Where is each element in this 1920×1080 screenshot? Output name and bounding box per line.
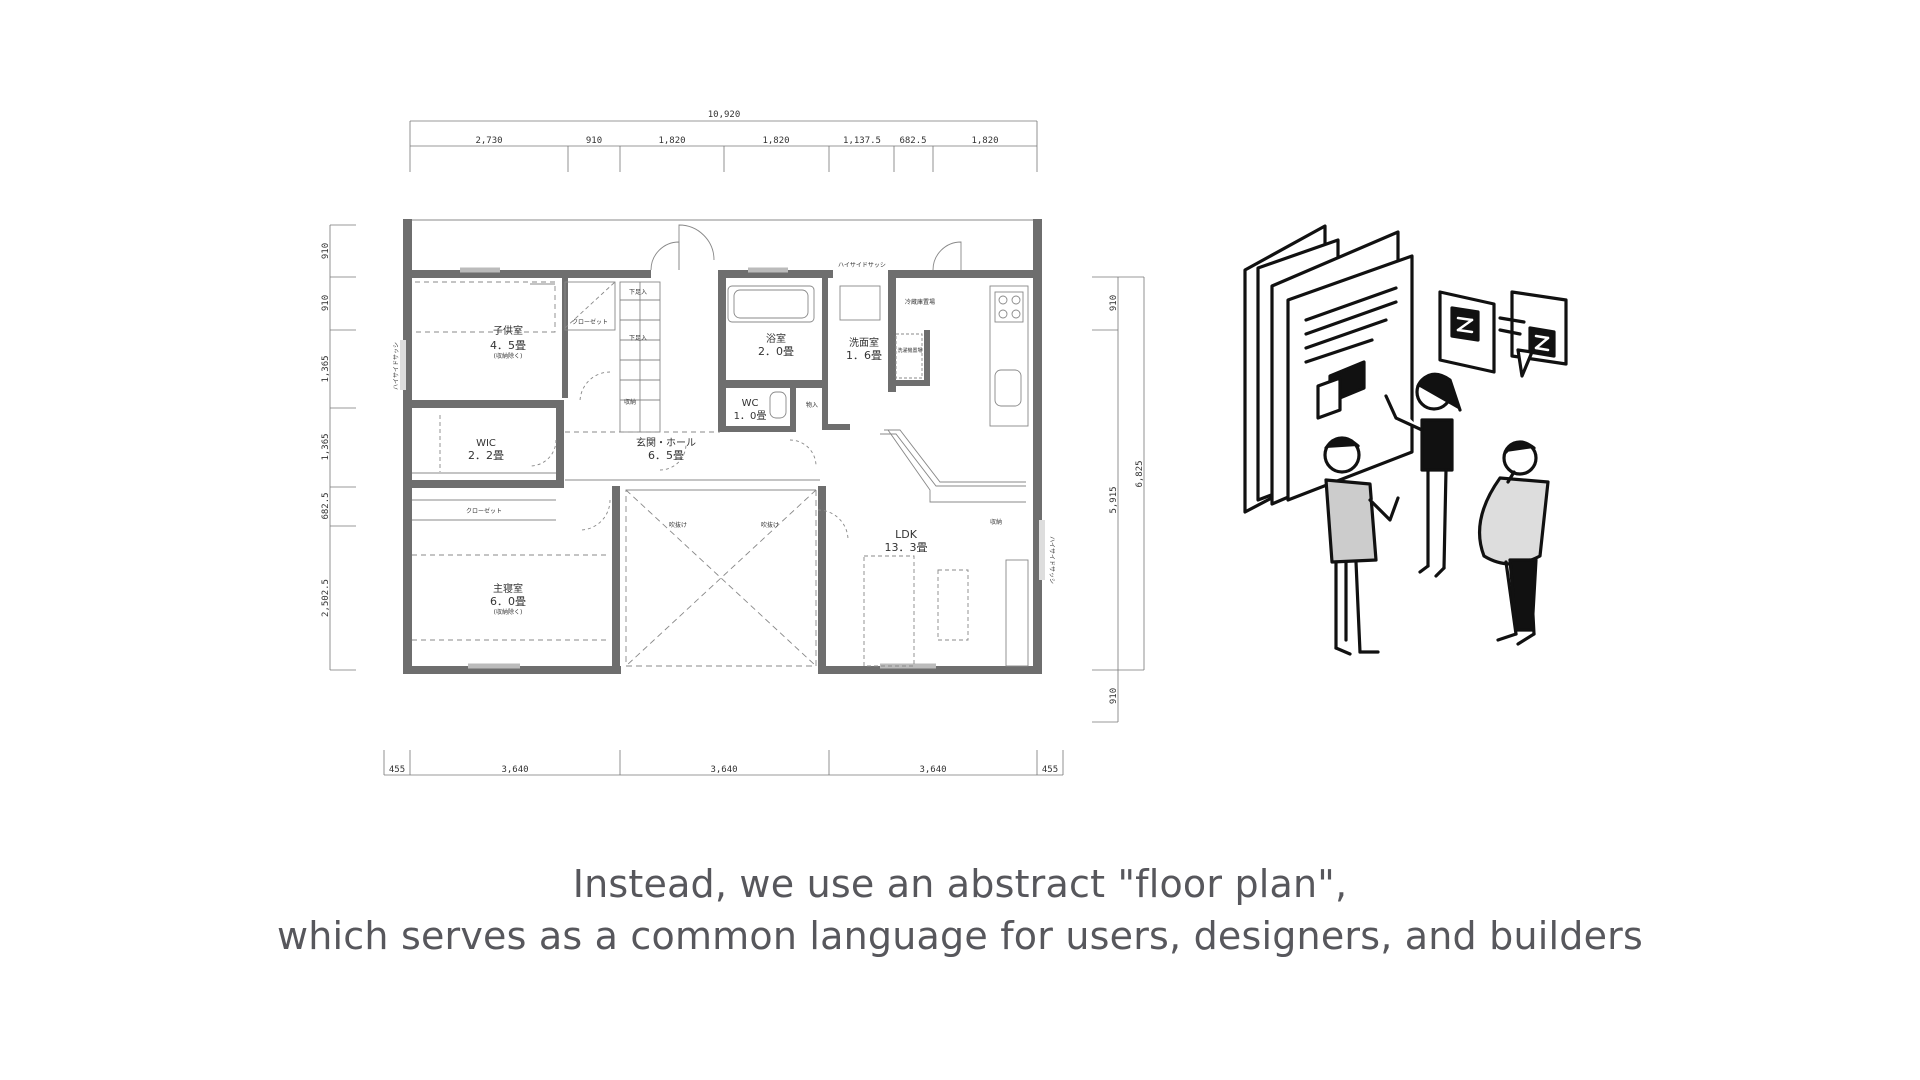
caption-line-2: which serves as a common language for us… <box>276 914 1644 958</box>
bath-name: 浴室 <box>766 332 786 345</box>
shelf-b-label: 吹抜け <box>761 521 779 529</box>
washroom-name: 洗面室 <box>849 336 879 349</box>
kids-room-note: (収納除く) <box>494 352 523 360</box>
dim-left-5: 682.5 <box>321 492 331 519</box>
dim-right-1: 910 <box>1109 295 1119 311</box>
dim-left-1: 910 <box>321 243 331 259</box>
kids-room-size: 4．5畳 <box>490 339 526 352</box>
pantry-label: 収納 <box>990 518 1002 526</box>
closet-b-label: クローゼット <box>466 507 502 515</box>
dim-left-2: 910 <box>321 295 331 311</box>
person-right-body <box>1477 476 1550 566</box>
pantry-b-label: 収納 <box>624 398 636 406</box>
wic-size: 2．2畳 <box>468 449 504 462</box>
ldk-name: LDK <box>895 528 918 541</box>
dim-right-total: 6,825 <box>1135 460 1145 487</box>
kids-room-name: 子供室 <box>493 324 523 337</box>
storage-c-label: 物入 <box>806 401 818 409</box>
high-sash-left-label: ハイサイドサッシ <box>393 342 400 390</box>
closet-a-label: クローゼット <box>572 318 608 326</box>
dim-bottom-4: 3,640 <box>919 765 946 775</box>
master-note: (収納除く) <box>494 608 523 616</box>
dim-bottom-5: 455 <box>1042 765 1058 775</box>
wc-size: 1．0畳 <box>734 410 767 422</box>
discussion-illustration <box>1243 224 1568 656</box>
caption-line-1: Instead, we use an abstract "floor plan"… <box>572 862 1348 906</box>
master-size: 6．0畳 <box>490 595 526 608</box>
dim-left-3: 1,365 <box>321 355 331 382</box>
fixtures <box>400 219 1045 669</box>
dim-top-7: 1,820 <box>971 136 998 146</box>
wc-name: WC <box>742 398 759 409</box>
dim-top-5: 1,137.5 <box>843 136 881 146</box>
high-sash-right-label: ハイサイドサッシ <box>1048 536 1055 584</box>
dim-left-6: 2,502.5 <box>321 579 331 617</box>
washroom-size: 1．6畳 <box>846 349 882 362</box>
dimension-labels: 10,920 2,730 910 1,820 1,820 1,137.5 682… <box>321 110 1145 775</box>
hall-size: 6．5畳 <box>648 449 684 462</box>
fridge-label: 冷蔵庫置場 <box>905 298 935 306</box>
wic-name: WIC <box>476 438 496 449</box>
dim-bottom-3: 3,640 <box>710 765 737 775</box>
dim-top-1: 2,730 <box>475 136 502 146</box>
dim-top-4: 1,820 <box>762 136 789 146</box>
ldk-size: 13．3畳 <box>885 541 928 554</box>
dim-bottom-2: 3,640 <box>501 765 528 775</box>
high-sash-top-label: ハイサイドサッシ <box>838 262 886 269</box>
storage-b-label: 下足入 <box>629 335 647 342</box>
room-labels: 子供室 4．5畳 (収納除く) クローゼット 下足入 下足入 浴室 2．0畳 洗… <box>393 262 1055 616</box>
storage-a-label: 下足入 <box>629 289 647 296</box>
dim-right-2: 5,915 <box>1109 486 1119 513</box>
person-left-body <box>1324 478 1378 564</box>
dim-top-3: 1,820 <box>658 136 685 146</box>
dim-top-2: 910 <box>586 136 602 146</box>
dim-right-3: 910 <box>1109 688 1119 704</box>
washer-label: 洗濯機置場 <box>897 347 922 354</box>
dim-left-4: 1,365 <box>321 433 331 460</box>
master-name: 主寝室 <box>493 582 523 595</box>
dim-top-6: 682.5 <box>899 136 926 146</box>
person-middle-body <box>1420 418 1454 472</box>
dimension-lines <box>329 120 1145 776</box>
hall-name: 玄関・ホール <box>636 436 696 449</box>
dim-bottom-1: 455 <box>389 765 405 775</box>
walls <box>403 219 1042 674</box>
dim-top-total: 10,920 <box>708 110 741 120</box>
bath-size: 2．0畳 <box>758 345 794 358</box>
shelf-a-label: 吹抜け <box>669 521 687 529</box>
